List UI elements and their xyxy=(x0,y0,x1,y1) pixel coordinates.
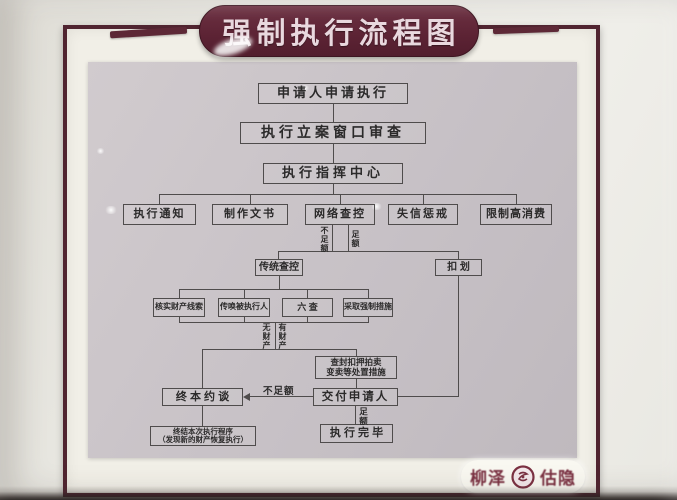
flow-node-disposal-line2: 变卖等处置措施 xyxy=(326,366,386,377)
flow-node-final-interview: 终 本 约 谈 xyxy=(162,388,243,406)
flow-node-traditional: 传统查控 xyxy=(255,259,303,276)
connector-line xyxy=(159,194,160,204)
flow-node-filing: 执行立案窗口审查 xyxy=(240,122,426,144)
connector-line xyxy=(279,276,280,289)
connector-line xyxy=(307,289,308,298)
connector-line xyxy=(348,225,349,252)
glare-speck xyxy=(96,148,105,154)
connector-line xyxy=(355,406,356,424)
glare-speck xyxy=(370,203,383,210)
connector-line xyxy=(275,322,276,349)
connector-line xyxy=(356,349,357,356)
connector-line xyxy=(423,194,424,204)
floor-shadow xyxy=(0,486,677,500)
edge-label-deliver-sufficient: 足额 xyxy=(358,407,369,426)
connector-line xyxy=(516,194,517,204)
connector-line xyxy=(458,276,459,397)
connector-line xyxy=(333,104,334,122)
watermark-text-right: 估隐 xyxy=(540,469,576,488)
connector-line xyxy=(244,317,245,323)
flow-node-verify-clues: 核实财产线索 xyxy=(153,298,205,317)
flow-node-restrict-high-consumption: 限制高消费 xyxy=(480,204,552,225)
flow-node-command: 执行指挥中心 xyxy=(263,163,403,184)
edge-label-net-sufficient: 足额 xyxy=(351,230,360,248)
flow-node-disposal-line1: 查封扣押拍卖 xyxy=(330,357,382,368)
flow-node-complete: 执 行 完 毕 xyxy=(320,424,393,443)
flow-node-dishonesty: 失信惩戒 xyxy=(388,204,458,225)
connector-line xyxy=(398,396,459,397)
glare-speck xyxy=(300,85,310,91)
glare-speck xyxy=(104,206,118,214)
flow-node-six-checks: 六 查 xyxy=(282,298,333,317)
page-title: 强制执行流程图 xyxy=(222,18,461,50)
connector-line xyxy=(202,406,203,426)
connector-line xyxy=(179,317,180,323)
connector-line xyxy=(250,194,251,204)
connector-line xyxy=(159,194,517,195)
watermark-text-left: 柳泽 xyxy=(470,469,506,488)
flow-node-network: 网络查控 xyxy=(305,204,375,225)
arrowhead-icon xyxy=(243,393,250,401)
title-plaque: 强制执行流程图 xyxy=(199,5,479,60)
flow-node-notice: 执行通知 xyxy=(123,204,196,225)
connector-line xyxy=(247,396,313,397)
flow-node-coercive-measures: 采取强制措施 xyxy=(343,298,393,317)
connector-line xyxy=(278,251,459,252)
flow-node-deduct: 扣 划 xyxy=(435,259,482,276)
connector-line xyxy=(356,379,357,388)
connector-line xyxy=(368,289,369,298)
connector-line xyxy=(307,317,308,323)
connector-line xyxy=(333,144,334,163)
edge-label-deliver-insufficient: 不足额 xyxy=(263,386,295,397)
connector-line xyxy=(179,289,180,298)
connector-line xyxy=(333,184,334,194)
flow-node-deliver: 交付申请人 xyxy=(313,388,398,406)
connector-line xyxy=(244,289,245,298)
edge-label-net-insufficient: 不足额 xyxy=(320,226,329,253)
connector-line xyxy=(458,251,459,259)
flow-node-terminate-line1: 终结本次执行程序 xyxy=(173,426,233,436)
flow-node-terminate-line2: （发现新的财产恢复执行） xyxy=(158,435,248,444)
watermark-seal-icon xyxy=(511,464,535,489)
connector-line xyxy=(179,289,369,290)
connector-line xyxy=(368,317,369,323)
connector-line xyxy=(179,322,369,323)
connector-line xyxy=(202,349,357,350)
flow-node-apply: 申请人申请执行 xyxy=(258,83,408,104)
flowchart-board xyxy=(88,62,577,458)
flow-node-documents: 制作文书 xyxy=(212,204,288,225)
connector-line xyxy=(278,251,279,259)
edge-label-has-property: 有财产 xyxy=(278,323,287,350)
edge-label-no-property: 无财产 xyxy=(262,323,271,350)
flow-node-terminate: 终结本次执行程序 （发现新的财产恢复执行） xyxy=(150,426,256,446)
connector-line xyxy=(340,194,341,204)
flow-node-disposal: 查封扣押拍卖 变卖等处置措施 xyxy=(315,356,397,379)
connector-line xyxy=(202,349,203,388)
flow-node-summon: 传唤被执行人 xyxy=(218,298,270,317)
connector-line xyxy=(332,225,333,252)
